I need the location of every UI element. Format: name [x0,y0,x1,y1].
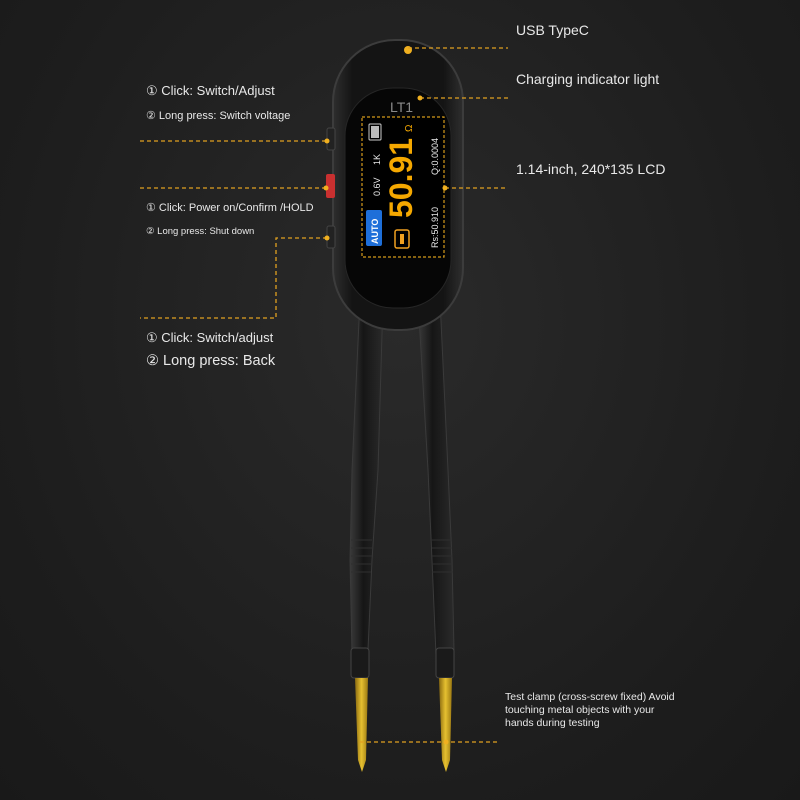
device-model: LT1 [390,99,413,115]
callout-charging: Charging indicator light [516,71,660,87]
battery-icon [368,123,382,141]
lcd-reading: 50.91 [383,138,419,218]
lcd-rs-value: Rs:50.910 [430,207,440,248]
left-gold-tip [355,678,368,772]
lcd-unit: Ω [404,124,415,132]
lcd-voltage: 0.6V [372,177,382,196]
power-button[interactable] [326,174,335,198]
lcd-q-value: Q:0.0004 [430,138,440,175]
callout-clamp: Test clamp (cross-screw fixed) Avoid tou… [505,691,675,729]
left-screw-fitting [350,647,370,679]
callout-left-button-1-long: ② Long press: Switch voltage [146,110,291,122]
callout-left-button-1: ① Click: Switch/Adjust [146,83,275,98]
right-gold-tip [439,678,452,772]
callout-left-button-2-long: ② Long press: Back [146,353,276,369]
lcd-panel: AUTO 0.6V 1K 50.91 Ω Rs:50.910 Q:0.0004 [361,116,445,258]
right-leg [417,299,455,656]
callout-leaders [140,47,508,743]
right-screw-fitting [435,647,455,679]
leg-grip-rings [351,539,453,573]
callout-usb: USB TypeC [516,22,589,38]
callout-lcd: 1.14-inch, 240*135 LCD [516,161,666,177]
lcd-frequency: 1K [372,154,382,165]
component-icon [400,234,404,244]
auto-badge: AUTO [370,219,380,244]
auto-badge-bg [366,210,382,246]
callout-power-button-long: ② Long press: Shut down [146,226,255,237]
callout-left-button-2: ① Click: Switch/adjust [146,330,274,345]
left-leg [349,299,384,656]
usb-port-icon [404,46,412,54]
component-icon-frame [394,229,410,249]
callout-power-button: ① Click: Power on/Confirm /HOLD [146,202,314,214]
